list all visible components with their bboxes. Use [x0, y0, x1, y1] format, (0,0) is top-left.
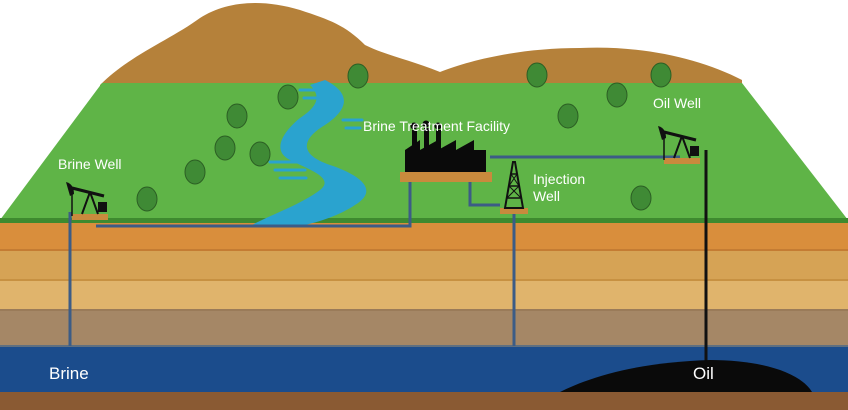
oil-reservoir	[560, 360, 812, 392]
pipes	[68, 155, 680, 346]
brine-well-label: Brine Well	[58, 156, 122, 172]
oil-well-label: Oil Well	[653, 95, 701, 111]
tree-icon	[184, 159, 206, 185]
tree-icon	[347, 63, 369, 89]
oil-label: Oil	[693, 364, 714, 383]
brine-label: Brine	[49, 364, 89, 383]
tree-icon	[249, 141, 271, 167]
river-ripples	[268, 88, 364, 180]
facility-to-injection-pipe	[468, 176, 500, 207]
injection-well-label-line2: Well	[533, 188, 560, 204]
tree-icon	[606, 82, 628, 108]
tree-icon	[557, 103, 579, 129]
tree-icon	[214, 135, 236, 161]
tree-icon	[226, 103, 248, 129]
tree-icon	[136, 186, 158, 212]
factory-icon	[400, 120, 492, 182]
tree-icon	[277, 84, 299, 110]
mountains	[100, 3, 742, 91]
injection-well-label-line1: Injection	[533, 171, 586, 187]
tree-icon	[630, 185, 652, 211]
river	[250, 80, 367, 226]
brine-pipe-to-facility	[96, 180, 412, 228]
tree-icon	[650, 62, 672, 88]
tree-icon	[526, 62, 548, 88]
treatment-facility-label: Brine Treatment Facility	[363, 118, 511, 134]
